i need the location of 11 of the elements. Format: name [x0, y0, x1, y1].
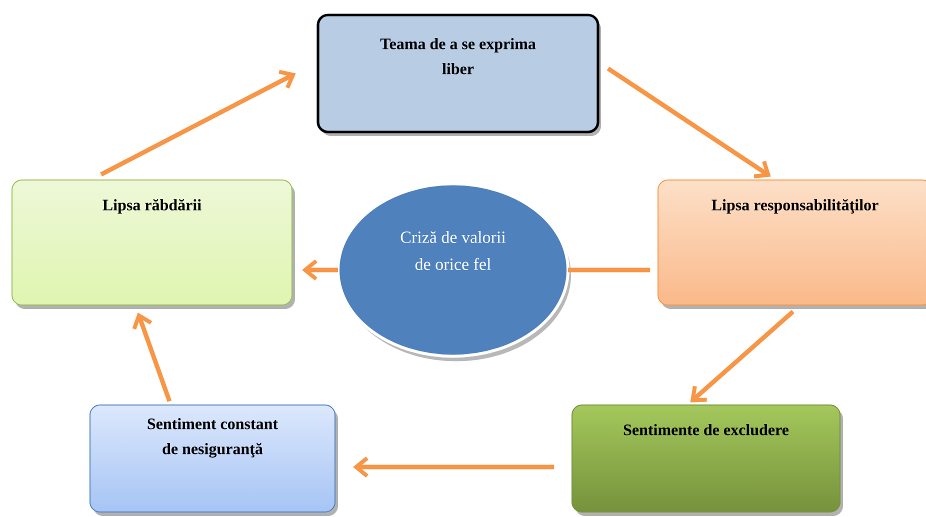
- process-box: Lipsa responsabilităţilor: [658, 180, 926, 309]
- arrow: [690, 310, 794, 402]
- arrow: [132, 312, 172, 402]
- process-box: Sentiment constant de nesiguranţă: [90, 404, 338, 516]
- process-box: Lipsa răbdării: [12, 180, 295, 309]
- arrow: [606, 66, 771, 178]
- arrow: [353, 456, 554, 478]
- arrow: [302, 259, 338, 281]
- arrow: [100, 70, 296, 176]
- process-box: Sentimente de excludere: [572, 404, 843, 516]
- process-box: Teama de a se exprima liber: [316, 14, 601, 136]
